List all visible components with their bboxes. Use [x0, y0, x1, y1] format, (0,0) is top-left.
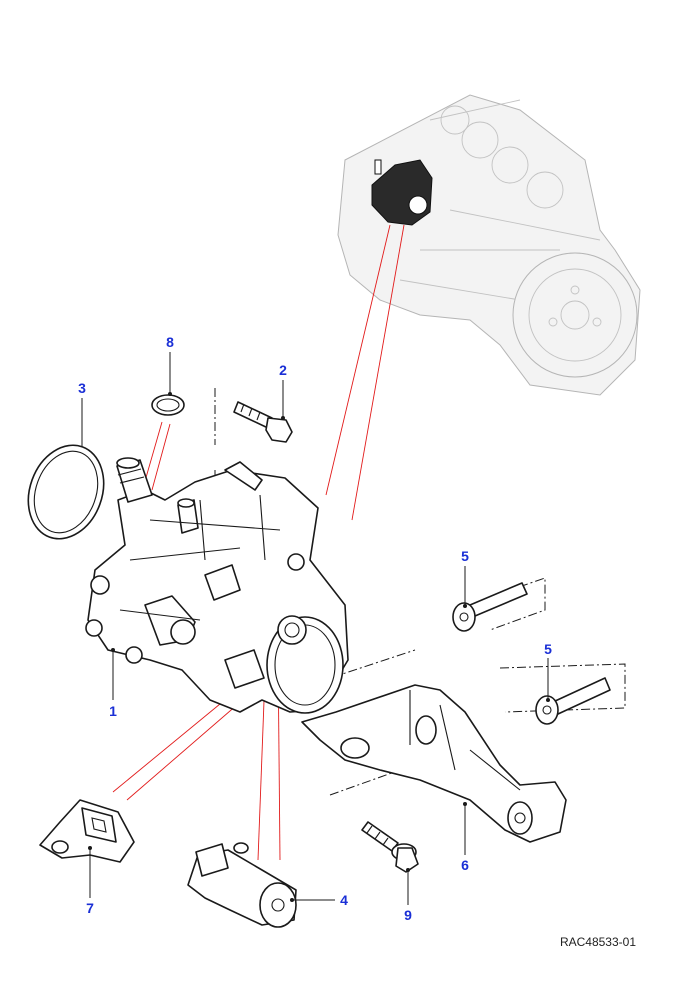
callout-2: 2: [279, 362, 287, 378]
pump-location-highlight: [371, 159, 433, 226]
callout-8: 9: [404, 907, 412, 923]
engine-block-illustration: [337, 94, 641, 396]
callout-5-lower: 5: [544, 641, 552, 657]
figure-reference-code: RAC48533-01: [560, 935, 636, 949]
fuel-metering-valve: [187, 842, 297, 928]
callout-9: 8: [166, 334, 174, 350]
o-ring-seal: [27, 444, 105, 540]
sealing-washer: [151, 394, 185, 416]
pump-support-bracket: [301, 684, 567, 843]
bracket-bolt-lower: [535, 677, 611, 725]
bracket-bolt-upper: [452, 582, 528, 632]
pump-mounting-bolt: [233, 401, 293, 443]
callout-6: 6: [461, 857, 469, 873]
callout-5-upper: 5: [461, 548, 469, 564]
flange-bolt: [361, 821, 419, 873]
callout-4: 4: [340, 892, 348, 908]
callout-7: 7: [86, 900, 94, 916]
callout-labels: 3 8 2 1 5 5 6 7 4 9: [78, 334, 552, 923]
temperature-sensor: [39, 799, 135, 863]
high-pressure-fuel-pump: [85, 457, 349, 714]
leader-lines: [81, 352, 550, 905]
callout-1: 1: [109, 703, 117, 719]
callout-3: 3: [78, 380, 86, 396]
